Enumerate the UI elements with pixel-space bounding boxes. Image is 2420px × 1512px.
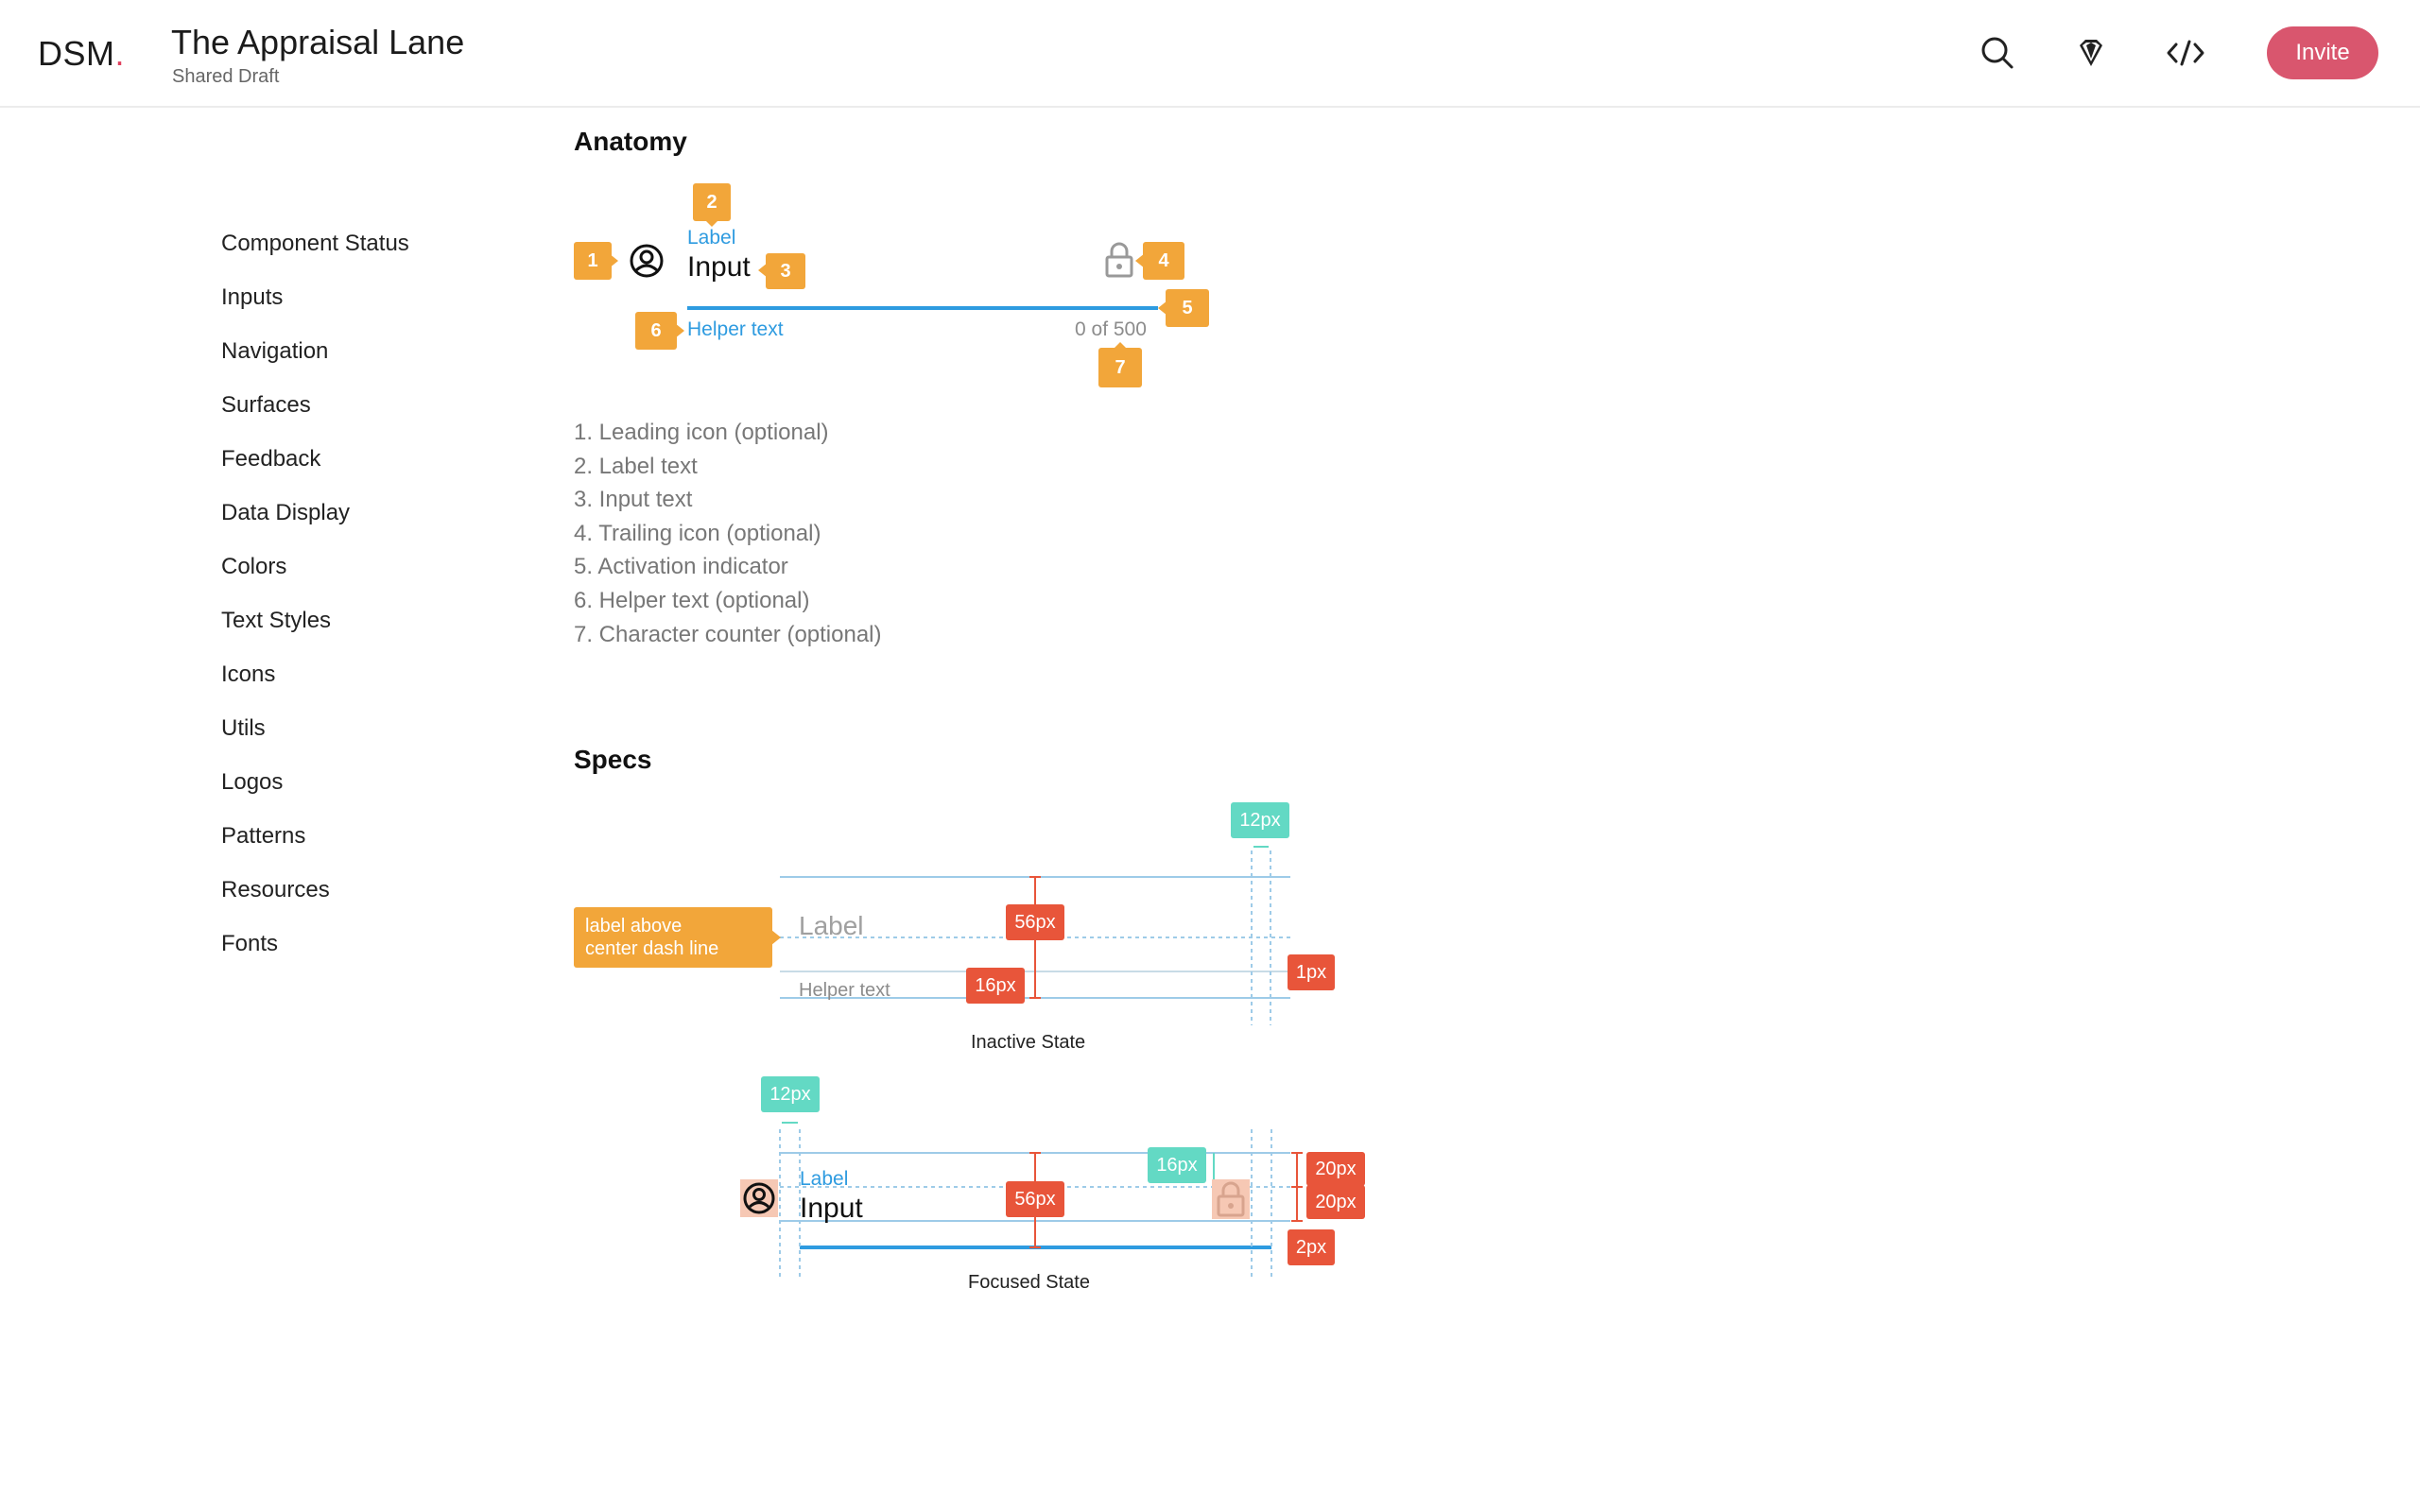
legend-item: 4. Trailing icon (optional)	[574, 520, 821, 546]
anatomy-badge-1: 1	[574, 242, 612, 280]
anatomy-badge-6: 6	[635, 312, 677, 350]
note-line: label above	[585, 916, 683, 936]
lock-icon	[1105, 242, 1133, 278]
account-circle-icon	[630, 244, 664, 278]
page-subtitle: Shared Draft	[172, 66, 280, 87]
sidebar-item-component-status[interactable]: Component Status	[221, 231, 409, 256]
spec-tag-16px: 16px	[966, 968, 1025, 1004]
sidebar-item-resources[interactable]: Resources	[221, 877, 330, 902]
anatomy-badge-2: 2	[693, 183, 731, 221]
spec-tag-16px: 16px	[1148, 1147, 1206, 1183]
spec-tag-1px: 1px	[1288, 954, 1335, 990]
specs-heading: Specs	[574, 745, 652, 774]
leading-icon-highlight	[740, 1179, 778, 1217]
focused-input-text: Input	[800, 1193, 863, 1224]
code-icon[interactable]	[2161, 28, 2210, 77]
sketch-diamond-icon[interactable]	[2066, 28, 2116, 77]
legend-item: 3. Input text	[574, 487, 693, 513]
badge-pointer	[704, 219, 719, 227]
sidebar-item-data-display[interactable]: Data Display	[221, 500, 351, 525]
sidebar-item-colors[interactable]: Colors	[221, 554, 287, 579]
activation-indicator	[687, 306, 1158, 310]
sidebar-item-surfaces[interactable]: Surfaces	[221, 392, 311, 418]
legend-item: 6. Helper text (optional)	[574, 587, 810, 613]
sidebar-item-text-styles[interactable]: Text Styles	[221, 608, 332, 633]
anatomy-counter-text: 0 of 500	[1075, 318, 1147, 340]
inactive-state-caption: Inactive State	[971, 1032, 1086, 1053]
sidebar-nav: Component Status Inputs Navigation Surfa…	[221, 227, 409, 981]
anatomy-label-text: Label	[687, 227, 736, 249]
badge-pointer	[1158, 301, 1167, 316]
top-bar: DSM. The Appraisal Lane Shared Draft Inv…	[0, 0, 2420, 108]
anatomy-badge-7: 7	[1098, 348, 1142, 387]
sidebar-item-fonts[interactable]: Fonts	[221, 931, 279, 956]
sidebar-item-logos[interactable]: Logos	[221, 769, 284, 795]
note-line: center dash line	[585, 938, 719, 959]
anatomy-badge-3: 3	[766, 253, 805, 289]
focused-state-caption: Focused State	[968, 1272, 1090, 1293]
search-icon[interactable]	[1973, 28, 2022, 77]
sidebar-item-utils[interactable]: Utils	[221, 715, 266, 741]
sidebar-item-icons[interactable]: Icons	[221, 662, 276, 687]
badge-pointer	[675, 323, 684, 338]
page-title: The Appraisal Lane	[171, 23, 465, 61]
trailing-icon-highlight	[1212, 1179, 1250, 1219]
badge-pointer	[771, 930, 781, 945]
inactive-spec-lines	[780, 846, 1290, 1025]
anatomy-heading: Anatomy	[574, 127, 687, 156]
account-circle-icon	[743, 1182, 775, 1214]
lock-icon	[1217, 1181, 1245, 1217]
spec-tag-20px: 20px	[1306, 1185, 1365, 1219]
anatomy-legend: 1. Leading icon (optional) 2. Label text…	[574, 416, 882, 651]
spec-tag-56px: 56px	[1006, 904, 1064, 940]
badge-pointer	[758, 263, 768, 278]
sidebar-item-navigation[interactable]: Navigation	[221, 338, 329, 364]
spec-tag-12px: 12px	[761, 1076, 820, 1112]
anatomy-badge-5: 5	[1166, 289, 1209, 327]
spec-tag-12px: 12px	[1231, 802, 1289, 838]
inactive-label-text: Label	[799, 911, 864, 940]
dsm-logo[interactable]: DSM.	[38, 34, 126, 73]
anatomy-helper-text: Helper text	[687, 318, 784, 340]
legend-item: 1. Leading icon (optional)	[574, 420, 829, 445]
invite-button[interactable]: Invite	[2267, 26, 2378, 79]
inactive-helper-text: Helper text	[799, 980, 890, 1001]
spec-tag-56px: 56px	[1006, 1181, 1064, 1217]
spec-tag-20px: 20px	[1306, 1152, 1365, 1186]
anatomy-input-text: Input	[687, 251, 751, 283]
badge-pointer	[1135, 253, 1145, 268]
focused-label-text: Label	[800, 1168, 849, 1190]
badge-pointer	[609, 253, 618, 268]
sidebar-item-patterns[interactable]: Patterns	[221, 823, 306, 849]
sidebar-item-inputs[interactable]: Inputs	[221, 284, 284, 310]
spec-tag-2px: 2px	[1288, 1229, 1335, 1265]
sidebar-item-feedback[interactable]: Feedback	[221, 446, 321, 472]
legend-item: 7. Character counter (optional)	[574, 621, 882, 647]
label-position-note: label above center dash line	[574, 907, 772, 968]
anatomy-badge-4: 4	[1143, 242, 1184, 280]
legend-item: 5. Activation indicator	[574, 554, 788, 580]
legend-item: 2. Label text	[574, 453, 698, 479]
